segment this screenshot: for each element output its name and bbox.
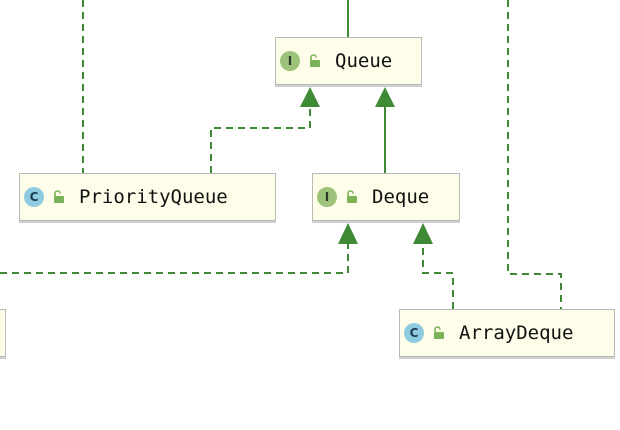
edge-offscreen-left-to-deque xyxy=(0,244,349,274)
node-label: ArrayDeque xyxy=(459,322,574,344)
node-deque[interactable]: I Deque xyxy=(312,173,460,221)
interface-badge-icon: I xyxy=(317,187,337,207)
edge-offscreen-arraydeque-up xyxy=(507,0,562,309)
node-priority-queue[interactable]: C PriorityQueue xyxy=(19,173,276,221)
arrowhead-deque-left xyxy=(338,223,358,244)
node-array-deque[interactable]: C ArrayDeque xyxy=(399,309,615,357)
edge-priorityqueue-implements-queue xyxy=(210,107,311,173)
open-lock-icon xyxy=(54,190,64,203)
arrowhead-deque-right xyxy=(413,223,433,244)
node-label: Queue xyxy=(335,50,393,72)
node-label: PriorityQueue xyxy=(79,186,228,208)
node-label: Deque xyxy=(372,186,430,208)
open-lock-icon xyxy=(347,190,357,203)
node-queue[interactable]: I Queue xyxy=(275,37,422,85)
node-offscreen-left[interactable] xyxy=(0,309,6,357)
open-lock-icon xyxy=(434,326,444,339)
edge-arraydeque-implements-deque xyxy=(422,244,454,309)
arrowhead-queue-left xyxy=(300,87,320,107)
interface-badge-icon: I xyxy=(280,51,300,71)
arrowhead-queue-right xyxy=(375,87,395,107)
class-badge-icon: C xyxy=(24,187,44,207)
class-badge-icon: C xyxy=(404,323,424,343)
open-lock-icon xyxy=(310,54,320,67)
